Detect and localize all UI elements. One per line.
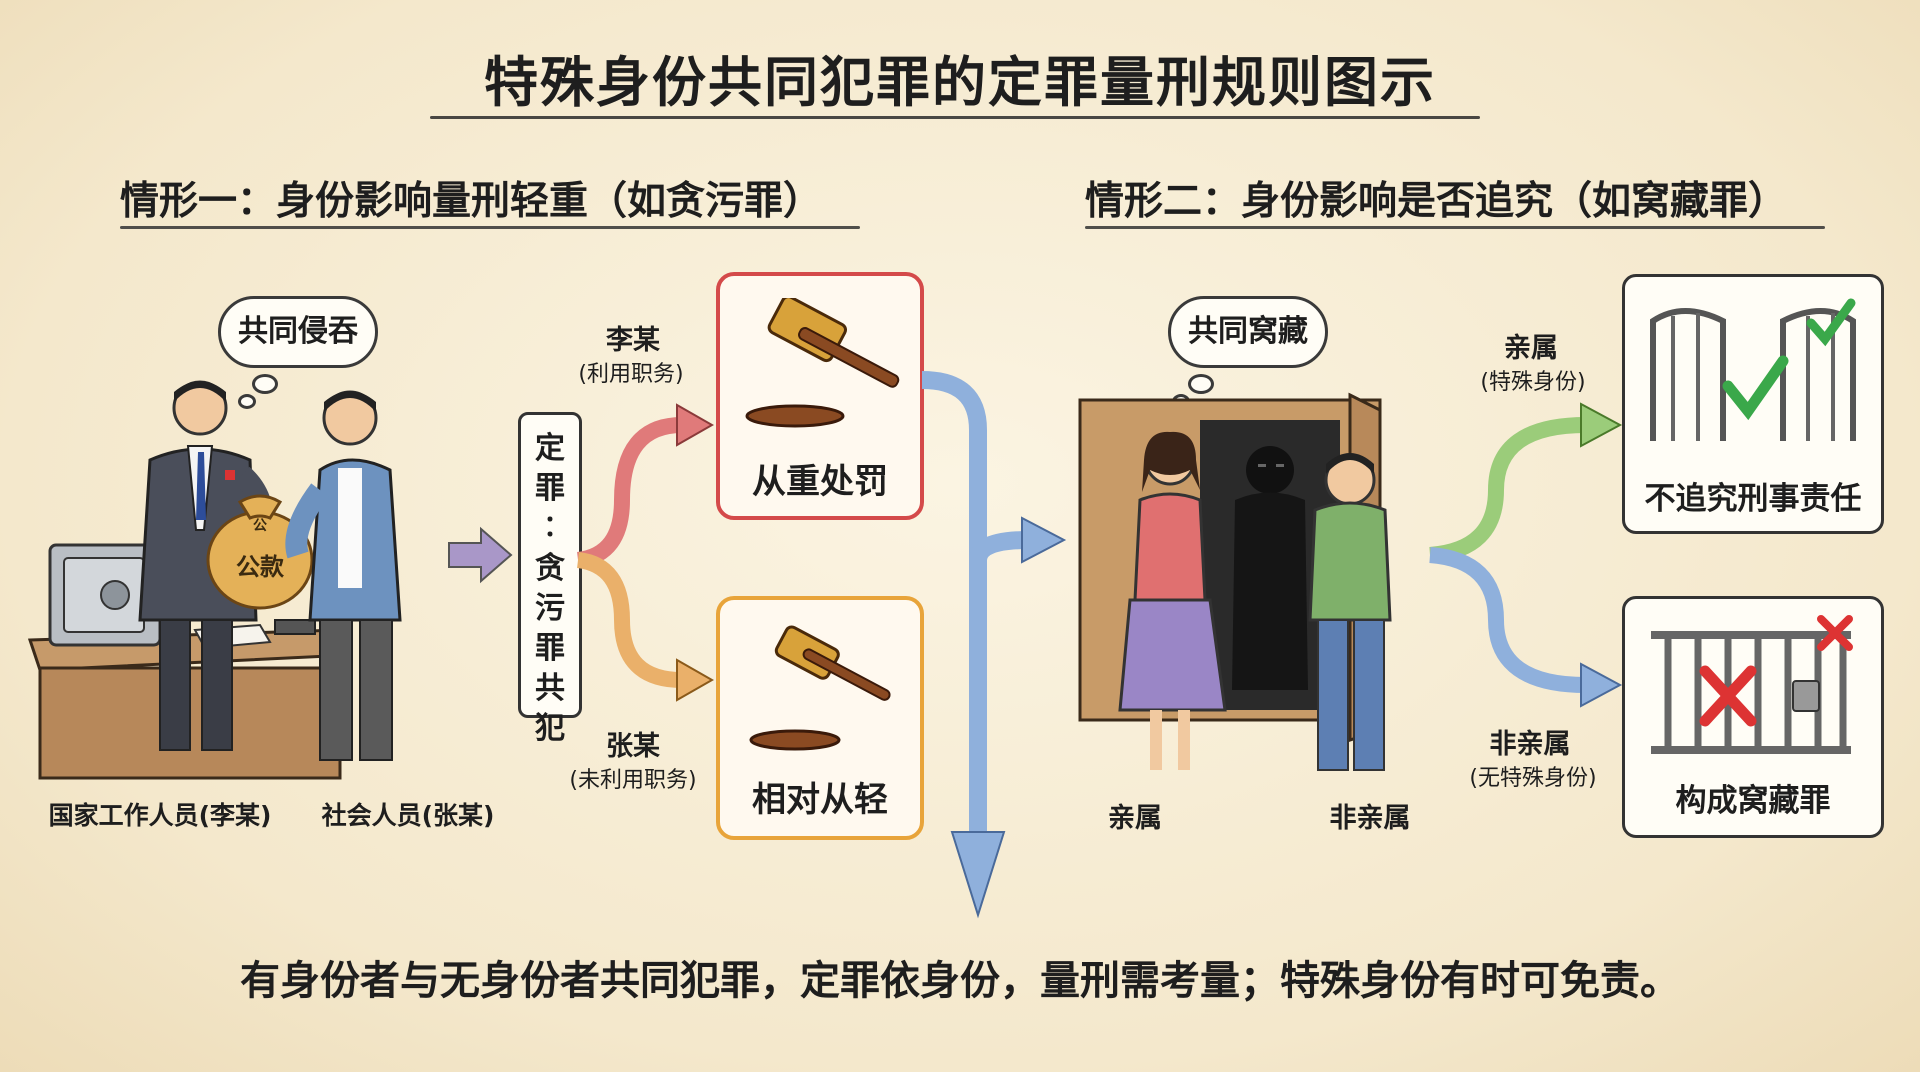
person-label-official: 国家工作人员(李某) bbox=[48, 801, 272, 830]
person-label-civilian: 社会人员(张某) bbox=[321, 801, 495, 830]
bag-top-text: 公 bbox=[253, 518, 267, 534]
result-guilty-box: 构成窝藏罪 bbox=[1622, 596, 1884, 838]
purple-arrow bbox=[448, 526, 513, 584]
title-underline bbox=[430, 116, 1480, 119]
thought-puff bbox=[1188, 374, 1214, 394]
section-2-heading: 情形二：身份影响是否追究（如窝藏罪） bbox=[1085, 179, 1788, 224]
thought-puff bbox=[238, 394, 256, 409]
page-title: 特殊身份共同犯罪的定罪量刑规则图示 bbox=[484, 51, 1436, 114]
person-label-non-relative: 非亲属 bbox=[1329, 803, 1411, 834]
branch-right-bottom-note: (无特殊身份) bbox=[1469, 766, 1597, 791]
safe-icon bbox=[48, 543, 162, 647]
result-no-liability-box: 不追究刑事责任 bbox=[1622, 274, 1884, 534]
bag-label: 公款 bbox=[236, 553, 285, 581]
thought-puff bbox=[252, 374, 278, 394]
result-no-liability-label: 不追究刑事责任 bbox=[1644, 481, 1862, 517]
non-relative-figure bbox=[1308, 453, 1392, 771]
embezzlement-scene-illustration: 公 公款 bbox=[27, 380, 402, 780]
outcome-light-box: 相对从轻 bbox=[716, 596, 924, 840]
branch-bottom-name: 张某 bbox=[606, 731, 660, 762]
summary-caption: 有身份者与无身份者共同犯罪，定罪依身份，量刑需考量；特殊身份有时可免责。 bbox=[240, 958, 1680, 1004]
relative-figure bbox=[1118, 431, 1227, 770]
result-guilty-label: 构成窝藏罪 bbox=[1675, 783, 1831, 819]
conviction-label: 定罪︰贪污罪共犯 bbox=[535, 431, 565, 746]
section-1-underline bbox=[120, 226, 860, 229]
branch-top-name: 李某 bbox=[606, 325, 660, 356]
outcome-light-label: 相对从轻 bbox=[752, 780, 888, 820]
thought-cloud-embezzle: 共同侵吞 bbox=[218, 296, 378, 368]
gavel-icon bbox=[745, 298, 900, 428]
gavel-icon bbox=[749, 625, 891, 751]
branch-right-bottom-name: 非亲属 bbox=[1489, 729, 1571, 760]
branch-arrows-right bbox=[1429, 402, 1623, 708]
branch-top-note: (利用职务) bbox=[578, 362, 684, 387]
outcome-heavy-label: 从重处罚 bbox=[752, 462, 888, 502]
branch-right-top-note: (特殊身份) bbox=[1480, 370, 1586, 395]
branch-right-top-name: 亲属 bbox=[1504, 333, 1558, 364]
thought-cloud-harbor: 共同窝藏 bbox=[1168, 296, 1328, 368]
open-gate-check-icon bbox=[1650, 298, 1856, 441]
branch-bottom-note: (未利用职务) bbox=[569, 768, 697, 793]
blue-transition-arrow bbox=[921, 371, 1067, 919]
hidden-fugitive-figure bbox=[1232, 446, 1308, 690]
branch-arrows-left bbox=[576, 403, 715, 702]
person-label-relative: 亲属 bbox=[1108, 803, 1162, 834]
outcome-heavy-box: 从重处罚 bbox=[716, 272, 924, 520]
section-2-underline bbox=[1085, 226, 1825, 229]
harboring-scene-illustration bbox=[1078, 392, 1392, 771]
jail-bars-cross-icon bbox=[1651, 615, 1853, 754]
section-1-heading: 情形一：身份影响量刑轻重（如贪污罪） bbox=[120, 179, 823, 224]
civilian-figure bbox=[285, 390, 402, 761]
